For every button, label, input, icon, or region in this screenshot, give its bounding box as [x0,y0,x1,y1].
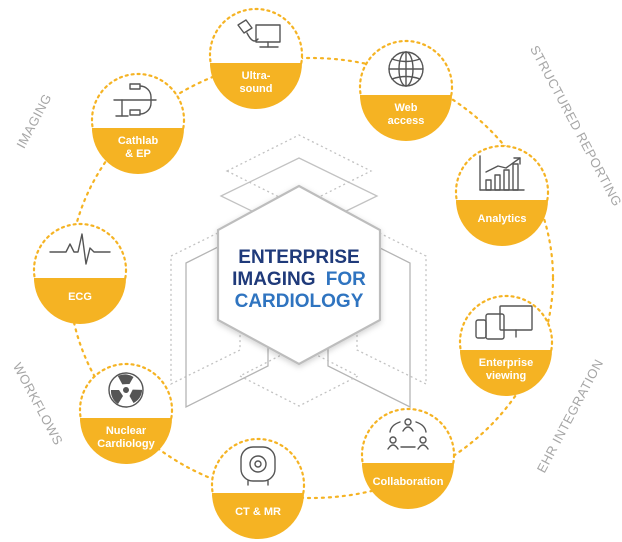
center-title-line2b: FOR [326,269,366,290]
ultrasound-icon [237,19,281,48]
node-collaboration[interactable]: Collaboration [360,407,456,509]
analytics-label: Analytics [478,213,527,225]
node-web-access[interactable]: Web access [358,39,454,141]
node-ct-mr[interactable]: CT & MR [210,437,306,539]
node-enterprise-viewing[interactable]: Enterprise viewing [458,294,554,396]
nuclear-cardiology-label-1: Nuclear [106,425,147,437]
center-title-line2a: IMAGING [232,269,315,290]
ecg-label: ECG [68,291,92,303]
center-hexagon: ENTERPRISE IMAGING FOR CARDIOLOGY [216,184,382,366]
node-cathlab-ep[interactable]: Cathlab & EP [90,72,186,174]
cathlab-icon [113,83,157,117]
center-title-line3: CARDIOLOGY [235,291,364,312]
node-ecg[interactable]: ECG [32,222,128,324]
node-ultrasound[interactable]: Ultra- sound [208,7,304,109]
category-imaging: IMAGING [13,91,54,151]
bar-chart-icon [479,155,525,191]
ecg-wave-icon [49,233,111,265]
devices-icon [475,305,533,340]
ct-scanner-icon [240,446,276,486]
cathlab-label-1: Cathlab [118,135,159,147]
center-title-line1: ENTERPRISE [238,247,359,268]
ultrasound-label-2: sound [240,83,273,95]
cathlab-label-2: & EP [125,148,151,160]
people-cycle-icon [387,418,429,450]
enterprise-viewing-label-2: viewing [486,370,526,382]
category-workflows: WORKFLOWS [10,360,66,448]
node-analytics[interactable]: Analytics [454,144,550,246]
ultrasound-label-1: Ultra- [242,70,271,82]
ct-mr-label: CT & MR [235,506,281,518]
connection-ring [67,56,555,500]
radiation-icon [108,372,144,408]
web-access-label-2: access [388,115,425,127]
globe-icon [388,51,424,87]
node-nuclear-cardiology[interactable]: Nuclear Cardiology [78,362,174,464]
svg-text:IMAGING FOR: IMAGING FOR [232,269,366,290]
nuclear-cardiology-label-2: Cardiology [97,438,155,450]
enterprise-viewing-label-1: Enterprise [479,357,533,369]
collaboration-label: Collaboration [373,476,444,488]
web-access-label-1: Web [394,102,417,114]
